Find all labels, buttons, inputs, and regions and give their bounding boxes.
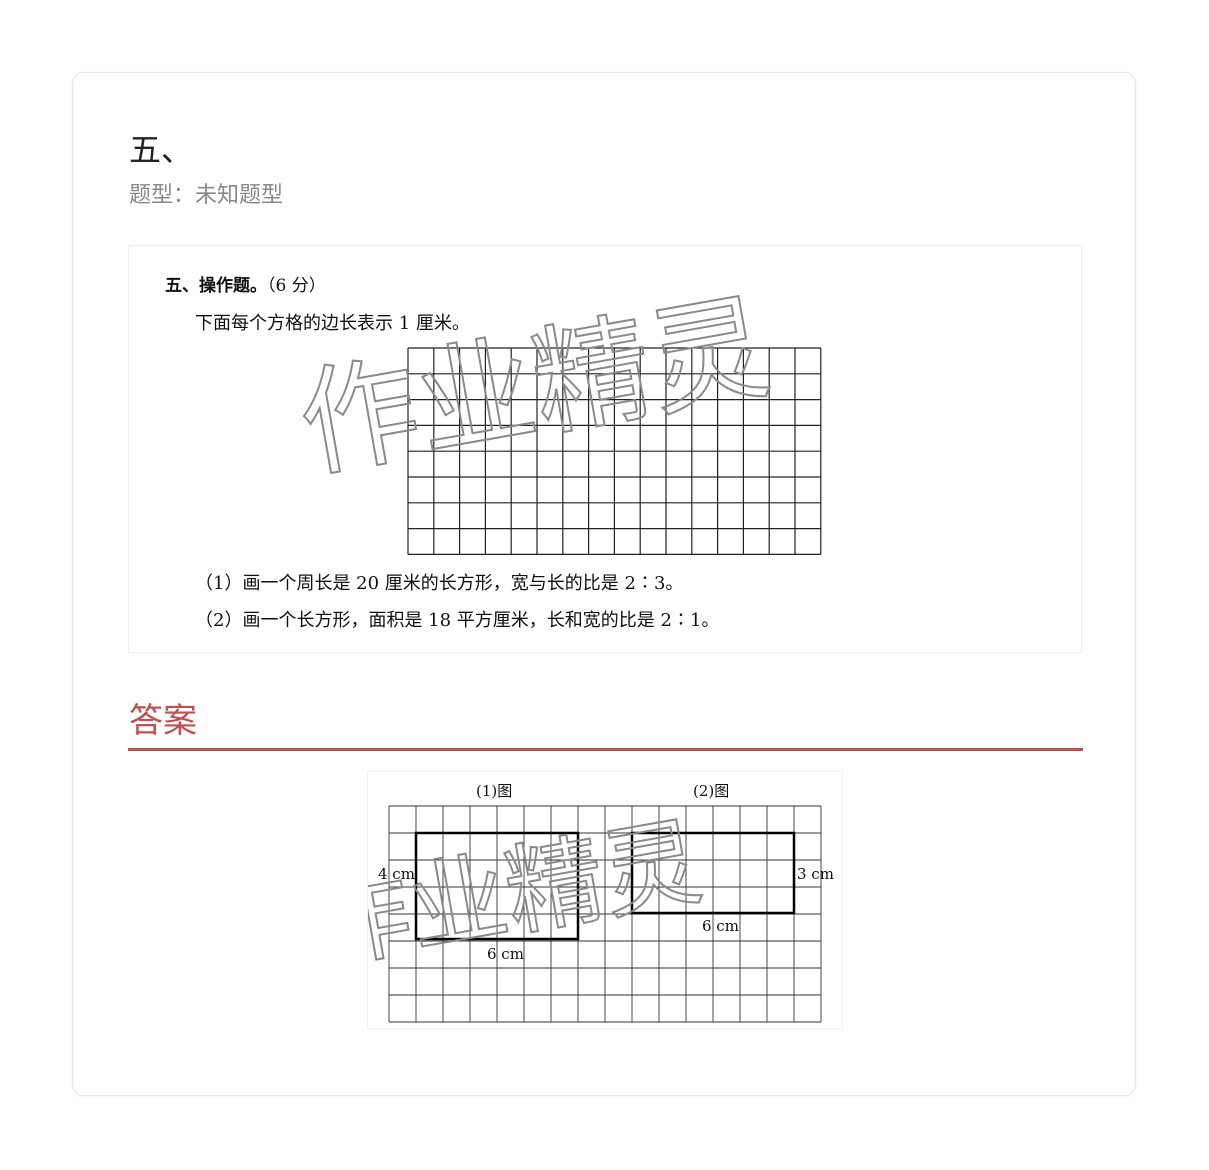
problem-grid [407,347,822,555]
fig2-caption: (2)图 [693,782,729,800]
answer-rect-2 [630,831,796,915]
problem-figure: 五、操作题。（6 分） 下面每个方格的边长表示 1 厘米。 （1）画一个周长是 … [165,275,822,631]
answer-divider [128,748,1083,751]
rect2-width-label: 6 cm [702,917,739,935]
rect2-height-label: 3 cm [797,865,834,883]
rect1-width-label: 6 cm [487,945,524,963]
answer-rect-1 [414,831,580,941]
watermark: 作业精灵 [290,277,779,495]
problem-heading: 五、操作题。 [165,275,267,296]
fig1-caption: (1)图 [476,782,512,800]
problem-image: 五、操作题。（6 分） 下面每个方格的边长表示 1 厘米。 （1）画一个周长是 … [128,245,1082,653]
rect1-height-label: 4 cm [378,865,415,883]
answer-image: (1)图 (2)图 4 cm 6 cm 3 cm 6 cm 作业精灵 [367,771,843,1029]
problem-intro: 下面每个方格的边长表示 1 厘米。 [195,313,470,334]
answer-figure: (1)图 (2)图 4 cm 6 cm 3 cm 6 cm 作业精灵 [368,782,834,1023]
question-type-label: 题型： [129,183,196,208]
problem-points: （6 分） [267,276,326,296]
problem-item-1: （1）画一个周长是 20 厘米的长方形，宽与长的比是 2∶3。 [195,573,683,594]
question-type-value: 未知题型 [195,183,284,208]
question-number: 五、 [129,131,194,169]
problem-item-2: （2）画一个长方形，面积是 18 平方厘米，长和宽的比是 2∶1。 [195,610,719,631]
question-card: 五、 题型：未知题型 五、操作题。（6 分） 下面每个方格的边长表示 1 厘米。… [72,72,1136,1096]
svg-text:五、操作题。（6 分）: 五、操作题。（6 分） [165,275,326,296]
answer-heading: 答案 [129,701,197,741]
question-type: 题型：未知题型 [129,177,283,209]
